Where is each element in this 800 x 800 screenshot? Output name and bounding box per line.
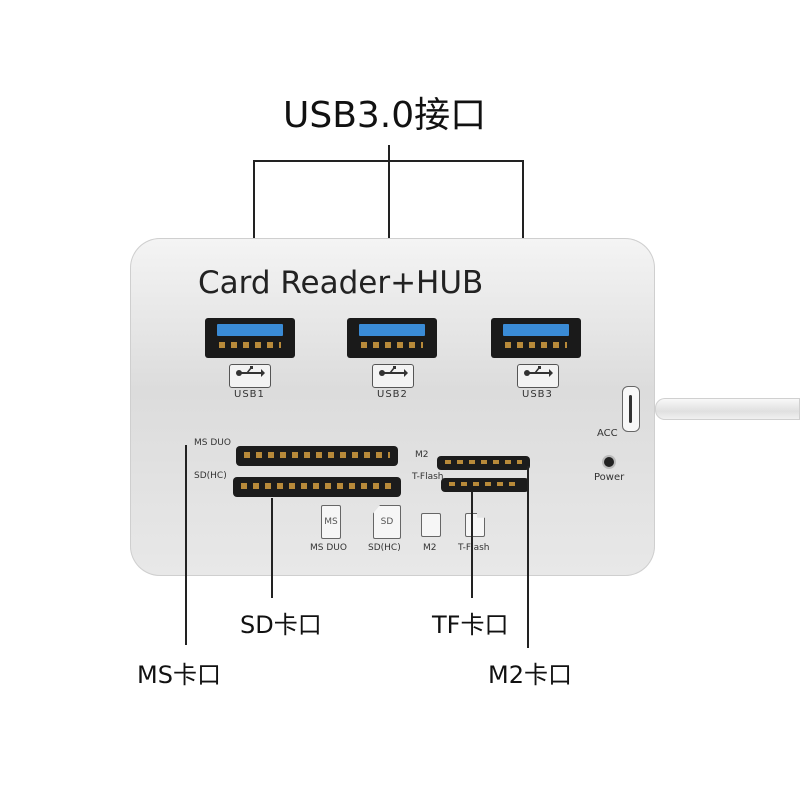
m2-slot-label: M2 <box>415 450 429 460</box>
t-flash-icon-label: T-Flash <box>458 543 490 553</box>
usb-callout-label: USB3.0接口 <box>283 95 487 136</box>
m2-callout-label: M2卡口 <box>488 661 572 689</box>
sd-card-icon: SD <box>373 505 401 539</box>
usb-callout-line-right <box>522 160 524 315</box>
sd-callout-label: SD卡口 <box>240 611 322 639</box>
sd-callout-line <box>271 498 273 598</box>
m2-icon-label: M2 <box>423 543 437 553</box>
sd-card-glyph: SD <box>380 517 394 527</box>
sd-hc-icon-label: SD(HC) <box>368 543 401 553</box>
usb-symbol-icon <box>372 364 414 388</box>
usb-port-3[interactable] <box>491 318 581 358</box>
ms-callout-label: MS卡口 <box>137 661 221 689</box>
tf-callout-line <box>471 492 473 598</box>
m2-slot[interactable] <box>437 456 530 470</box>
power-led-icon <box>604 457 614 467</box>
m2-callout-line <box>527 466 529 648</box>
sd-hc-label: SD(HC) <box>194 471 227 481</box>
tf-callout-label: TF卡口 <box>432 611 509 639</box>
power-label: Power <box>594 472 625 483</box>
usb-callout-line-horizontal <box>253 160 524 162</box>
usb-port-1-label: USB1 <box>234 389 265 400</box>
usb-callout-line-center <box>388 145 390 315</box>
usb-port-2[interactable] <box>347 318 437 358</box>
usb-port-2-label: USB2 <box>377 389 408 400</box>
device-title: Card Reader+HUB <box>198 265 484 301</box>
usb-cable <box>655 398 800 420</box>
ms-duo-label: MS DUO <box>194 438 231 448</box>
usb-port-1[interactable] <box>205 318 295 358</box>
acc-switch[interactable] <box>622 386 640 432</box>
acc-label: ACC <box>597 428 618 439</box>
usb-callout-line-left <box>253 160 255 315</box>
ms-duo-card-glyph: MS <box>324 517 338 527</box>
m2-card-icon <box>421 513 441 537</box>
sd-slot[interactable] <box>233 477 401 497</box>
t-flash-card-icon <box>465 513 485 537</box>
ms-callout-line <box>185 445 187 645</box>
usb-symbol-icon <box>517 364 559 388</box>
t-flash-slot[interactable] <box>441 478 529 492</box>
ms-duo-slot[interactable] <box>236 446 398 466</box>
t-flash-slot-label: T-Flash <box>412 472 444 482</box>
usb-port-3-label: USB3 <box>522 389 553 400</box>
usb-symbol-icon <box>229 364 271 388</box>
ms-duo-card-icon: MS <box>321 505 341 539</box>
ms-duo-icon-label: MS DUO <box>310 543 347 553</box>
